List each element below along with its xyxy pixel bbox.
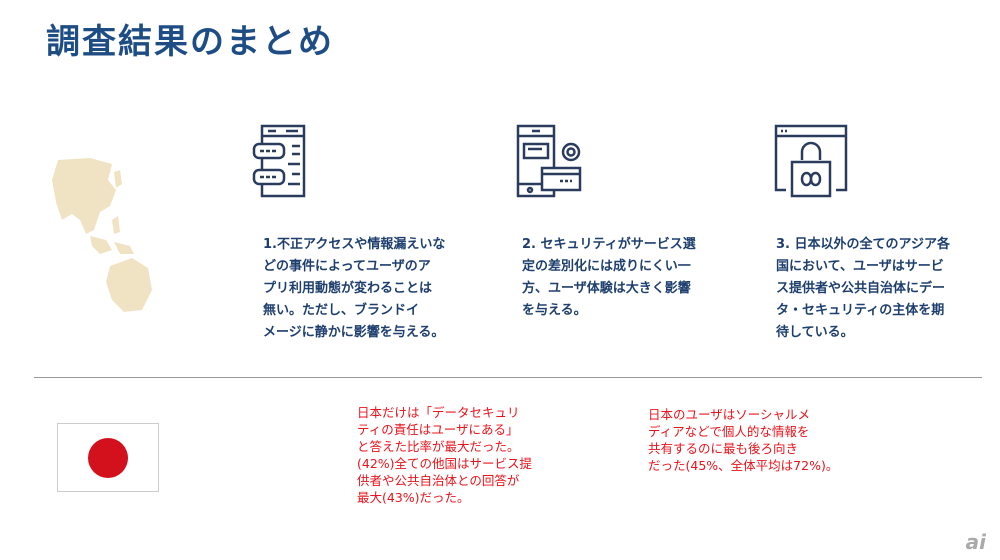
browser-lock-icon bbox=[774, 124, 848, 198]
text-line: どの事件によってユーザのア bbox=[263, 259, 431, 274]
text-line: 無い。ただし、ブランドイ bbox=[263, 303, 420, 318]
finding-2: 2. セキュリティがサービス選 定の差別化には成りにくい一 方、ユーザ体験は大き… bbox=[522, 234, 696, 322]
text-line: 最大(43%)だった。 bbox=[357, 490, 470, 505]
text-line: 日本のユーザはソーシャルメ bbox=[648, 407, 811, 422]
text-line: と答えた比率が最大だった。 bbox=[357, 439, 520, 454]
text-line: だった(45%、全体平均は72%)。 bbox=[648, 458, 839, 473]
text-line: 共有するのに最も後ろ向き bbox=[648, 441, 799, 456]
divider bbox=[34, 377, 982, 378]
text-line: 待している。 bbox=[776, 325, 854, 340]
text-line: タ・セキュリティの主体を期 bbox=[776, 303, 945, 318]
text-line: 供者や公共自治体との回答が bbox=[357, 473, 520, 488]
japan-flag bbox=[57, 423, 159, 492]
finding-3: 3. 日本以外の全てのアジア各 国において、ユーザはサービ ス提供者や公共自治体… bbox=[776, 234, 950, 344]
text-line: 1.不正アクセスや情報漏えいな bbox=[263, 237, 446, 252]
text-line: (42%)全ての他国はサービス提 bbox=[357, 456, 533, 471]
text-line: メージに静かに影響を与える。 bbox=[263, 325, 445, 340]
flag-sun bbox=[88, 438, 128, 478]
text-line: ディアなどで個人的な情報を bbox=[648, 424, 810, 439]
text-line: 2. セキュリティがサービス選 bbox=[522, 237, 696, 252]
watermark-logo: ai bbox=[965, 530, 986, 554]
text-line: 日本だけは「データセキュリ bbox=[357, 405, 520, 420]
text-line: ティの責任はユーザにある」 bbox=[357, 422, 519, 437]
text-line: 3. 日本以外の全てのアジア各 bbox=[776, 237, 950, 252]
mobile-payment-icon bbox=[516, 124, 582, 198]
text-line: ス提供者や公共自治体にデー bbox=[776, 281, 946, 296]
text-line: 国において、ユーザはサービ bbox=[776, 259, 944, 274]
text-line: 方、ユーザ体験は大きく影響 bbox=[522, 281, 691, 296]
chat-document-icon bbox=[252, 124, 306, 198]
text-line: プリ利用動態が変わることは bbox=[263, 281, 433, 296]
japan-note-2: 日本のユーザはソーシャルメ ディアなどで個人的な情報を 共有するのに最も後ろ向き… bbox=[648, 406, 838, 474]
page-title: 調査結果のまとめ bbox=[46, 22, 334, 62]
text-line: 定の差別化には成りにくい一 bbox=[522, 259, 691, 274]
finding-1: 1.不正アクセスや情報漏えいな どの事件によってユーザのア プリ利用動態が変わる… bbox=[263, 234, 445, 344]
text-line: を与える。 bbox=[522, 303, 587, 318]
asia-pacific-map-graphic bbox=[52, 158, 152, 312]
japan-note-1: 日本だけは「データセキュリ ティの責任はユーザにある」 と答えた比率が最大だった… bbox=[357, 404, 532, 506]
